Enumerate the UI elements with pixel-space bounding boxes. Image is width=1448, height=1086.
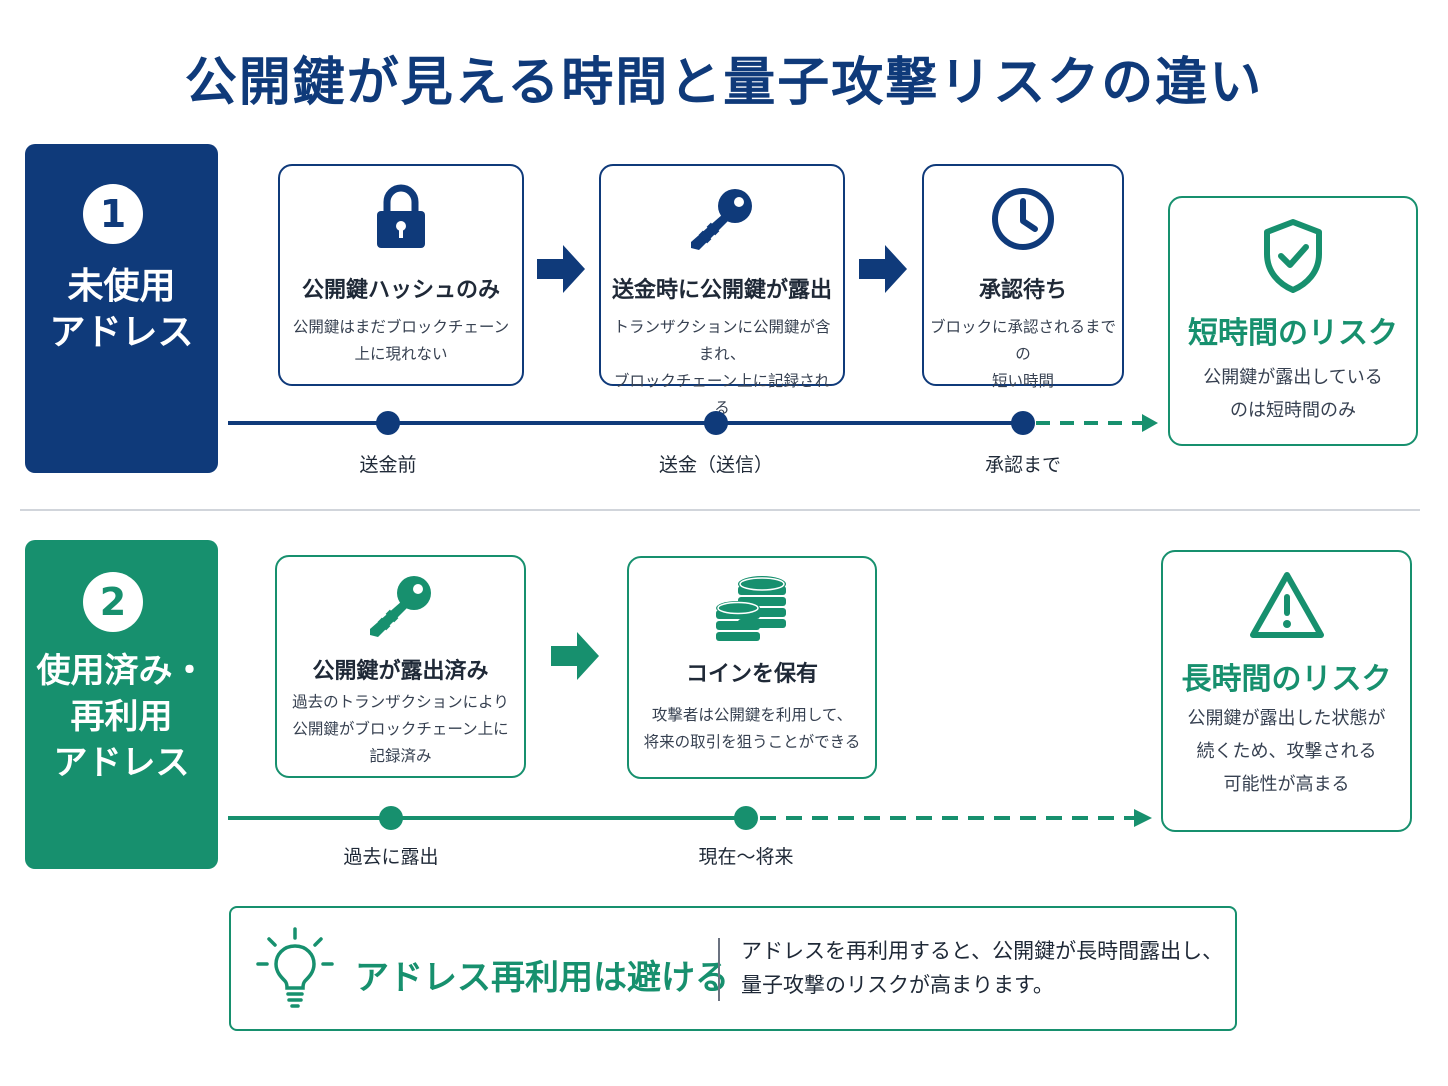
section1-number-badge: 1 (83, 184, 143, 244)
timeline-point (734, 806, 758, 830)
section2-card-key-exposed: 公開鍵が露出済み 過去のトランザクションにより 公開鍵がブロックチェーン上に 記… (275, 555, 526, 778)
timeline-label: 送金前 (359, 454, 417, 476)
risk-description: 公開鍵が露出している のは短時間のみ (1203, 367, 1383, 421)
card-title: 公開鍵が露出済み (312, 659, 489, 684)
arrow-right-icon (537, 245, 585, 293)
section1-card-key-exposed: 送金時に公開鍵が露出 トランザクションに公開鍵が含まれ、 ブロックチェーン上に記… (599, 164, 845, 417)
risk-description: 公開鍵が露出した状態が 続くため、攻撃される 可能性が高まる (1187, 708, 1386, 795)
card-description: 攻撃者は公開鍵を利用して、 将来の取引を狙うことができる (643, 706, 861, 751)
section2-side-panel: 2 使用済み・ 再利用 アドレス (25, 540, 218, 869)
coins-icon (629, 574, 875, 642)
section2-card-holding-coins: コインを保有 攻撃者は公開鍵を利用して、 将来の取引を狙うことができる (627, 556, 877, 779)
timeline-point (376, 411, 400, 435)
key-icon (601, 186, 843, 252)
timeline-label: 送金（送信） (658, 454, 773, 476)
card-title: 公開鍵ハッシュのみ (301, 278, 500, 303)
section1-label: 未使用 アドレス (49, 266, 194, 353)
card-title: 承認待ち (978, 278, 1067, 303)
section-divider (20, 509, 1420, 511)
section1-card-public-key-hash: 公開鍵ハッシュのみ 公開鍵はまだブロックチェーン 上に現れない (278, 164, 524, 386)
lightbulb-icon (255, 926, 335, 1016)
section1-timeline (228, 411, 1158, 435)
clock-icon (924, 186, 1122, 252)
tip-separator (718, 938, 720, 1001)
timeline-label: 現在〜将来 (698, 846, 794, 868)
timeline-point (379, 806, 403, 830)
timeline-point (1011, 411, 1035, 435)
page-title: 公開鍵が見える時間と量子攻撃リスクの違い (184, 53, 1264, 113)
section2-label: 使用済み・ 再利用 アドレス (36, 651, 207, 783)
section1-side-panel: 1 未使用 アドレス (25, 144, 218, 473)
tip-box: アドレス再利用は避ける アドレスを再利用すると、公開鍵が長時間露出し、 量子攻撃… (229, 906, 1237, 1031)
card-description: ブロックに承認されるまでの 短い時間 (930, 318, 1117, 390)
card-description: トランザクションに公開鍵が含まれ、 ブロックチェーン上に記録される (613, 318, 831, 417)
section1-risk-card: 短時間のリスク 公開鍵が露出している のは短時間のみ (1168, 196, 1418, 446)
tip-text: アドレスを再利用すると、公開鍵が長時間露出し、 量子攻撃のリスクが高まります。 (741, 939, 1224, 997)
shield-check-icon (1170, 218, 1416, 294)
timeline-point (704, 411, 728, 435)
card-description: 公開鍵はまだブロックチェーン 上に現れない (292, 318, 510, 363)
card-title: 送金時に公開鍵が露出 (611, 278, 832, 303)
section1-card-awaiting-confirmation: 承認待ち ブロックに承認されるまでの 短い時間 (922, 164, 1124, 390)
warning-icon (1163, 570, 1410, 640)
tip-title: アドレス再利用は避ける (355, 958, 729, 998)
section2-number-badge: 2 (83, 572, 143, 632)
arrow-right-icon (859, 245, 907, 293)
lock-icon (280, 184, 522, 250)
timeline-label: 過去に露出 (343, 846, 439, 868)
arrow-right-icon (551, 632, 599, 680)
card-title: コインを保有 (685, 662, 818, 687)
risk-title: 長時間のリスク (1181, 662, 1392, 697)
timeline-label: 承認まで (984, 454, 1061, 476)
section2-timeline (228, 806, 1152, 830)
card-description: 過去のトランザクションにより 公開鍵がブロックチェーン上に 記録済み (292, 693, 509, 765)
section2-risk-card: 長時間のリスク 公開鍵が露出した状態が 続くため、攻撃される 可能性が高まる (1161, 550, 1412, 832)
key-icon (277, 573, 524, 639)
risk-title: 短時間のリスク (1188, 316, 1398, 351)
